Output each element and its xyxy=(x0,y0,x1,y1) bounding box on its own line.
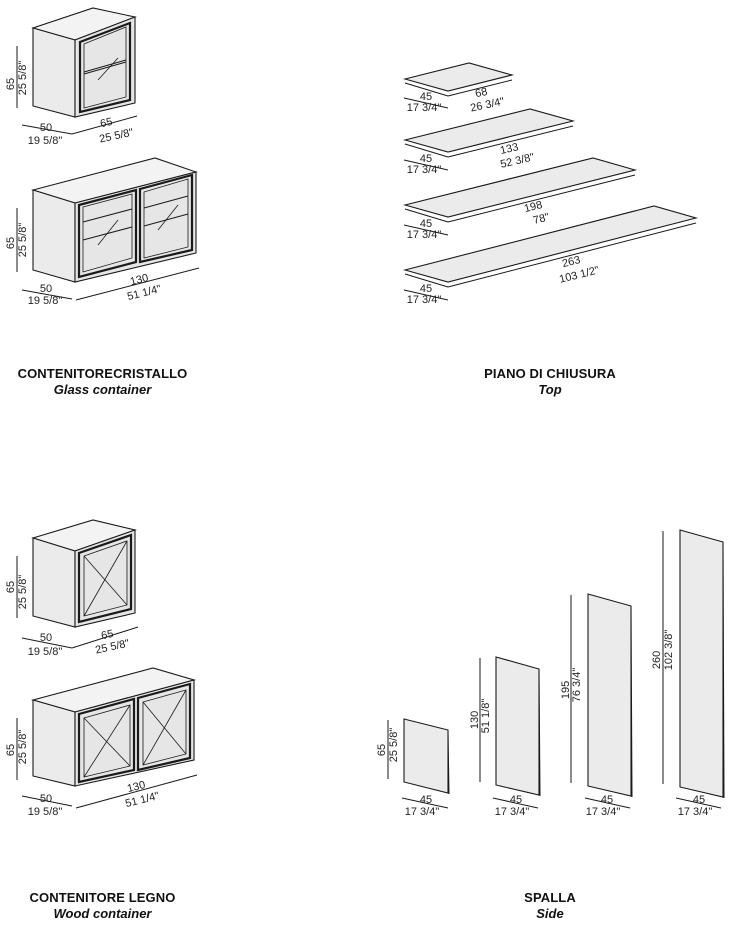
dim-height-in: 25 5/8" xyxy=(388,728,400,763)
dim-width-in: 25 5/8" xyxy=(94,638,130,657)
dim-height-cm: 195 xyxy=(560,681,572,699)
dim-depth-cm: 50 xyxy=(40,122,52,134)
caption-title-en: Wood container xyxy=(53,906,152,921)
dim-depth-cm: 45 xyxy=(601,794,613,806)
dim-height-cm: 65 xyxy=(5,237,17,249)
dim-length-cm: 198 xyxy=(523,199,544,215)
caption-title-it: CONTENITORECRISTALLO xyxy=(17,366,188,381)
dim-height-in: 25 5/8" xyxy=(17,730,29,765)
top-panel-133: 45 17 3/4" 133 52 3/8" xyxy=(402,108,576,176)
dim-height-in: 76 3/4" xyxy=(571,668,583,703)
dim-height-cm: 130 xyxy=(469,711,481,729)
dim-depth-in: 17 3/4" xyxy=(407,294,442,306)
dim-height-in: 102 3/8" xyxy=(663,630,675,671)
top-panel-68: 45 17 3/4" 68 26 3/4" xyxy=(402,62,515,115)
caption-title-en: Top xyxy=(538,382,562,397)
caption-title-en: Glass container xyxy=(53,382,152,397)
caption-title-en: Side xyxy=(536,906,564,921)
dim-depth-in: 17 3/4" xyxy=(586,806,621,818)
dim-height-cm: 65 xyxy=(5,744,17,756)
dim-depth-in: 19 5/8" xyxy=(28,295,63,307)
side-panel-130: 130 51 1/8" 45 17 3/4" xyxy=(469,656,541,818)
dim-length-in: 26 3/4" xyxy=(469,96,505,115)
caption-wood-container: CONTENITORE LEGNO Wood container xyxy=(0,890,205,922)
dim-depth-cm: 45 xyxy=(420,91,432,103)
caption-title-it: SPALLA xyxy=(524,890,576,905)
caption-top: PIANO DI CHIUSURA Top xyxy=(450,366,650,398)
wood-container-large xyxy=(30,667,197,787)
wood-small-dimensions: 65 25 5/8" 50 19 5/8" 65 25 5/8" xyxy=(5,556,139,658)
side-panel-195: 195 76 3/4" 45 17 3/4" xyxy=(560,593,633,818)
dim-depth-in: 17 3/4" xyxy=(678,806,713,818)
dim-depth-cm: 50 xyxy=(40,793,52,805)
glass-container-small xyxy=(31,7,137,118)
dim-depth-cm: 50 xyxy=(40,632,52,644)
dim-height-cm: 65 xyxy=(5,78,17,90)
side-panel-65: 65 25 5/8" 45 17 3/4" xyxy=(376,718,450,818)
dim-depth-cm: 45 xyxy=(420,794,432,806)
caption-side: SPALLA Side xyxy=(450,890,650,922)
caption-title-it: PIANO DI CHIUSURA xyxy=(484,366,616,381)
glass-small-dimensions: 65 25 5/8" 50 19 5/8" 65 25 5/8" xyxy=(5,46,138,147)
dim-depth-in: 19 5/8" xyxy=(28,135,63,147)
dim-width-cm: 130 xyxy=(126,779,147,795)
dim-depth-cm: 50 xyxy=(40,283,52,295)
top-panel-263: 45 17 3/4" 263 103 1/2" xyxy=(402,205,699,306)
dim-depth-cm: 45 xyxy=(420,283,432,295)
dim-depth-in: 17 3/4" xyxy=(495,806,530,818)
dim-width-cm: 130 xyxy=(129,272,150,288)
dim-depth-cm: 45 xyxy=(510,794,522,806)
dim-length-in: 78" xyxy=(532,211,551,227)
dim-height-cm: 65 xyxy=(5,581,17,593)
dim-depth-in: 17 3/4" xyxy=(407,229,442,241)
caption-title-it: CONTENITORE LEGNO xyxy=(29,890,176,905)
caption-glass-container: CONTENITORECRISTALLO Glass container xyxy=(0,366,205,398)
dim-depth-in: 19 5/8" xyxy=(28,806,63,818)
dim-depth-in: 17 3/4" xyxy=(405,806,440,818)
dim-width-cm: 65 xyxy=(99,116,113,130)
dim-depth-cm: 45 xyxy=(693,794,705,806)
dim-height-in: 51 1/8" xyxy=(480,699,492,734)
dim-length-cm: 133 xyxy=(499,141,520,157)
dim-width-cm: 65 xyxy=(100,628,114,642)
dim-length-cm: 68 xyxy=(474,86,488,100)
dim-height-cm: 65 xyxy=(376,744,388,756)
dim-height-in: 25 5/8" xyxy=(17,61,29,96)
dim-height-in: 25 5/8" xyxy=(17,575,29,610)
top-panel-198: 45 17 3/4" 198 78" xyxy=(402,157,638,241)
dim-height-cm: 260 xyxy=(651,651,663,669)
dim-depth-in: 17 3/4" xyxy=(407,102,442,114)
glass-large-dimensions: 65 25 5/8" 50 19 5/8" 130 51 1/4" xyxy=(5,208,200,307)
dim-length-cm: 263 xyxy=(561,254,582,270)
dim-depth-cm: 45 xyxy=(420,153,432,165)
glass-container-large xyxy=(30,157,198,283)
dim-depth-in: 19 5/8" xyxy=(28,646,63,658)
dim-depth-cm: 45 xyxy=(420,218,432,230)
side-panel-260: 260 102 3/8" 45 17 3/4" xyxy=(651,529,725,818)
dim-depth-in: 17 3/4" xyxy=(407,164,442,176)
wood-container-small xyxy=(31,519,137,628)
dim-height-in: 25 5/8" xyxy=(17,223,29,258)
